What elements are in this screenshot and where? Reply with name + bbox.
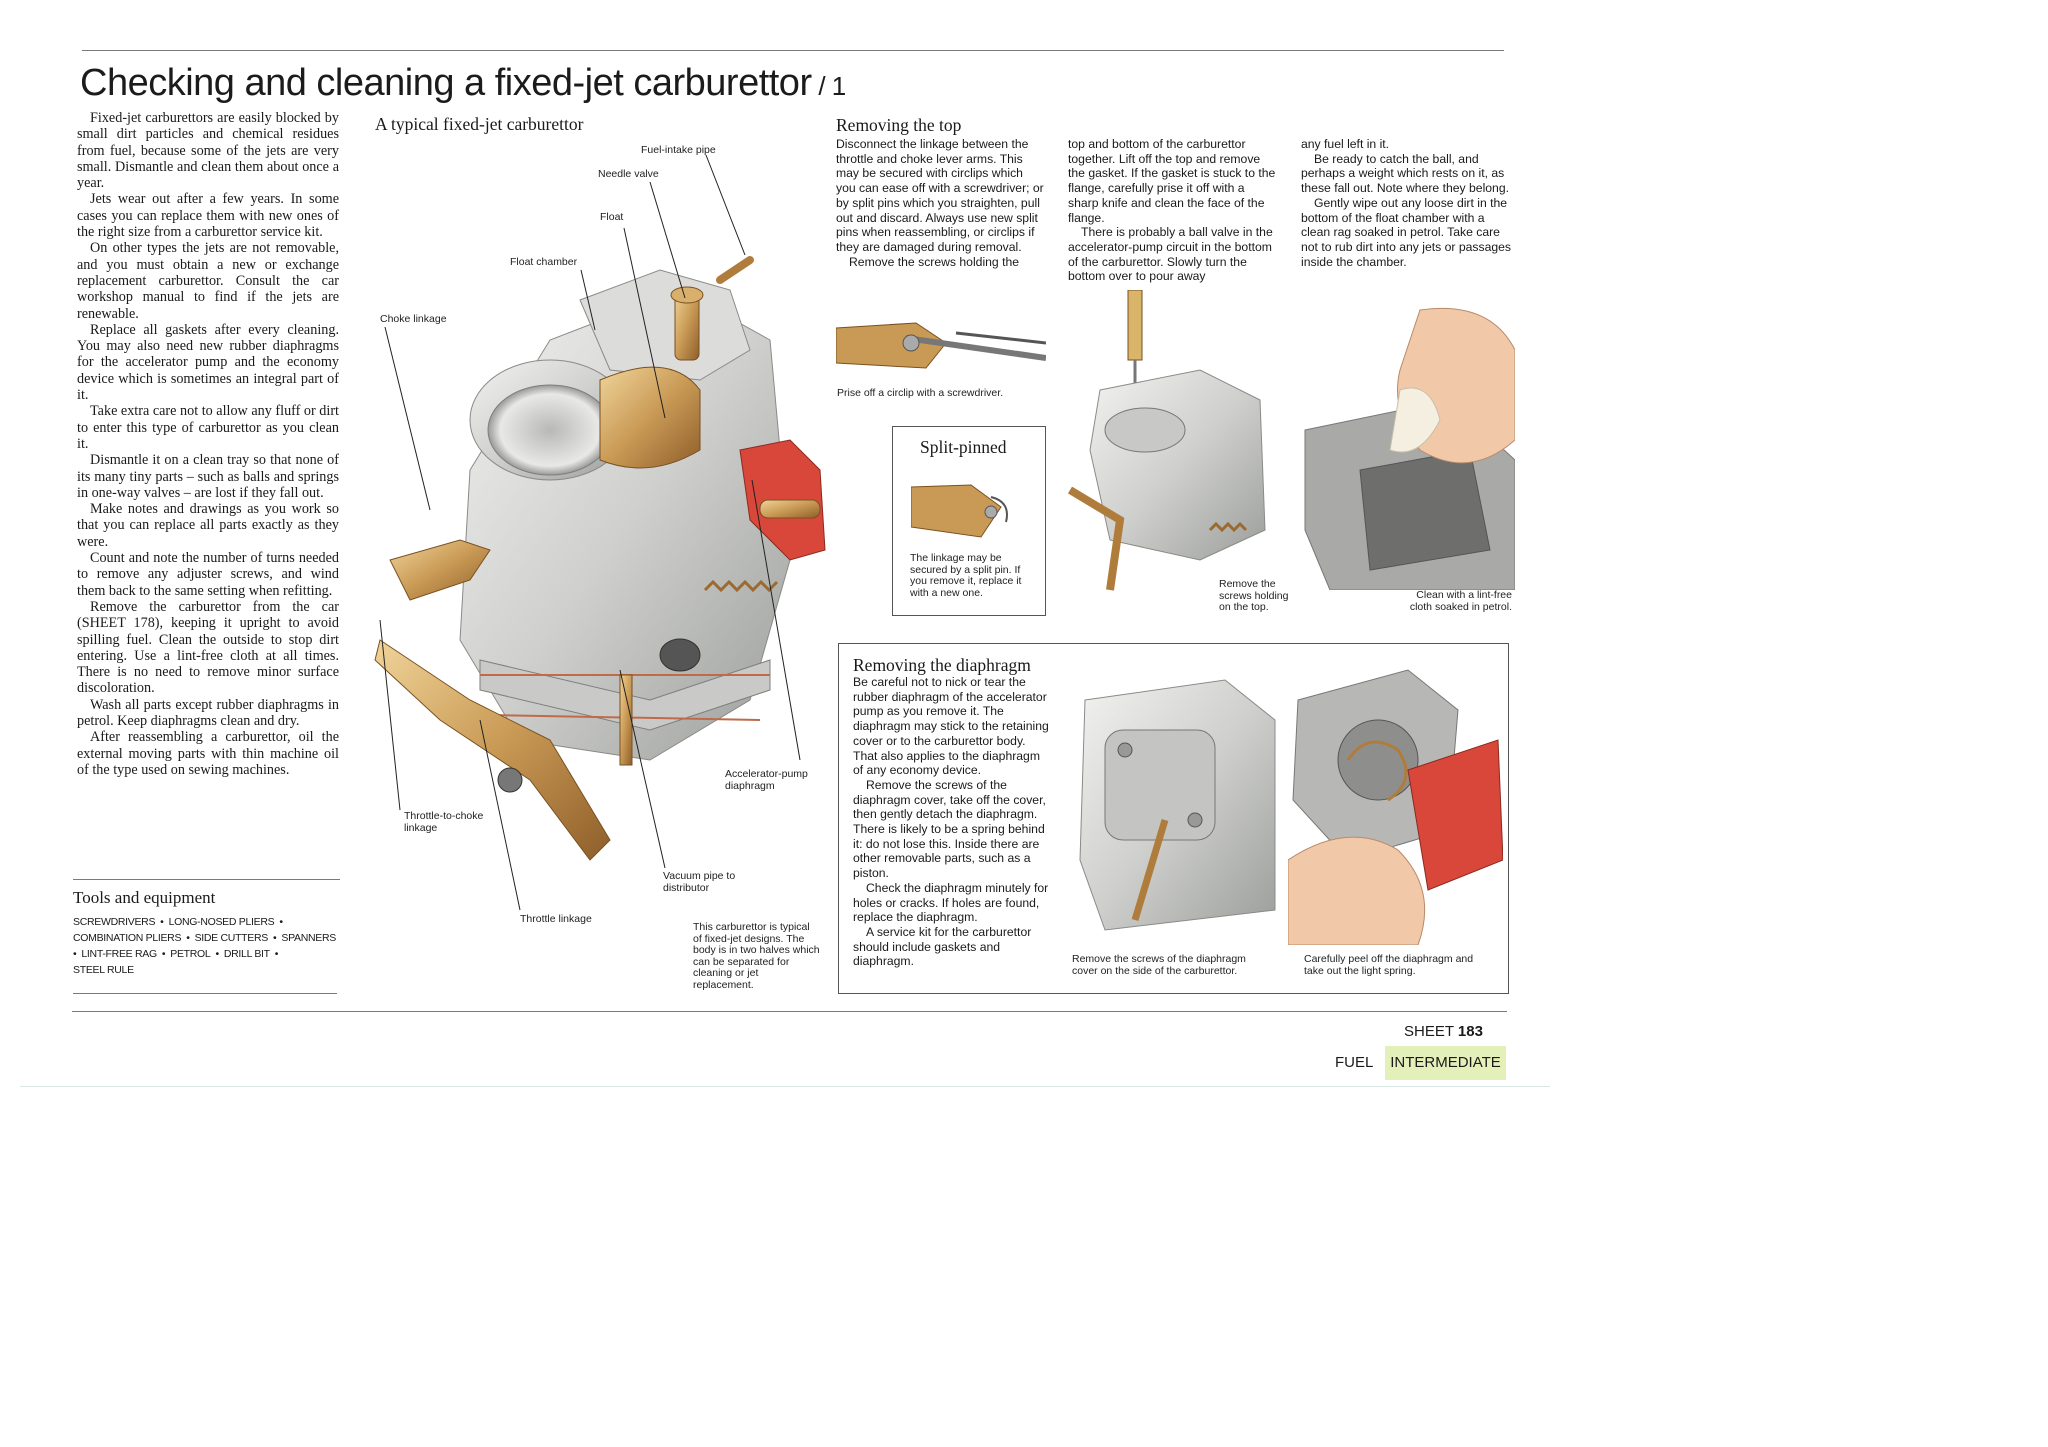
tool-item: SIDE CUTTERS xyxy=(194,932,269,944)
needle-valve-part xyxy=(670,286,704,361)
removing-top-col1: Disconnect the linkage between the throt… xyxy=(836,137,1044,269)
vacuum-pipe-part xyxy=(619,674,633,766)
removing-top-paragraph: top and bottom of the carburettor togeth… xyxy=(1068,137,1276,225)
tools-heading: Tools and equipment xyxy=(73,888,216,907)
removing-diaphragm-paragraph: Remove the screws of the diaphragm cover… xyxy=(853,777,1046,881)
intro-paragraph: Remove the carburettor from the car (SHE… xyxy=(77,598,339,697)
circlip-illustration xyxy=(836,322,1046,369)
carburettor-body xyxy=(459,269,791,761)
tool-item: SPANNERS xyxy=(281,932,336,944)
intro-paragraph: Count and note the number of turns neede… xyxy=(77,550,339,599)
intro-paragraph: After reassembling a carburettor, oil th… xyxy=(77,729,339,778)
intro-text: Fixed-jet carburettors are easily blocke… xyxy=(77,110,339,778)
removing-diaphragm-heading: Removing the diaphragm xyxy=(853,655,1031,675)
footer-faint-rule xyxy=(20,1086,1550,1087)
diagram-caption: This carburettor is typical of fixed-jet… xyxy=(693,921,820,991)
split-pin-illustration xyxy=(911,484,1008,538)
intro-paragraph: Jets wear out after a few years. In some… xyxy=(77,191,339,241)
level-badge: INTERMEDIATE xyxy=(1385,1046,1506,1080)
category-label: FUEL xyxy=(1335,1054,1374,1071)
label-fuel-intake-pipe: Fuel-intake pipe xyxy=(641,144,716,156)
intro-paragraph: On other types the jets are not removabl… xyxy=(77,240,339,322)
removing-diaphragm-paragraph: Be careful not to nick or tear the rubbe… xyxy=(853,675,1049,778)
tool-item: LINT-FREE RAG xyxy=(81,948,157,960)
split-pinned-box: Split-pinned The linkage may be secured … xyxy=(892,426,1046,616)
tools-line: SCREWDRIVERS•LONG-NOSED PLIERS• xyxy=(73,916,283,928)
intro-paragraph: Take extra care not to allow any fluff o… xyxy=(77,403,339,452)
label-accelerator-pump-diaphragm: Accelerator-pump diaphragm xyxy=(725,768,808,792)
tool-item: COMBINATION PLIERS xyxy=(73,932,182,944)
split-pinned-caption: The linkage may be secured by a split pi… xyxy=(910,552,1022,599)
removing-top-paragraph: any fuel left in it. xyxy=(1301,137,1390,151)
tool-item: LONG-NOSED PLIERS xyxy=(168,916,275,928)
remove-screws-illustration xyxy=(1067,290,1266,591)
label-float: Float xyxy=(600,211,624,223)
bottom-rule xyxy=(72,1011,1507,1012)
caption-diaphragm-cover: Remove the screws of the diaphragm cover… xyxy=(1072,953,1246,977)
label-throttle-to-choke-linkage: Throttle-to-choke linkage xyxy=(404,810,484,834)
removing-diaphragm-box xyxy=(838,643,1509,994)
removing-top-paragraph: There is probably a ball valve in the ac… xyxy=(1068,225,1273,284)
page-title-part: / 1 xyxy=(811,71,846,101)
removing-top-paragraph: Disconnect the linkage between the throt… xyxy=(836,137,1044,254)
removing-diaphragm-paragraph: Check the diaphragm minutely for holes o… xyxy=(853,880,1049,925)
clean-chamber-illustration xyxy=(1304,307,1515,590)
label-throttle-linkage: Throttle linkage xyxy=(520,913,592,925)
label-needle-valve: Needle valve xyxy=(598,168,659,180)
peel-diaphragm-illustration xyxy=(1288,669,1503,945)
tools-list: SCREWDRIVERS•LONG-NOSED PLIERS• COMBINAT… xyxy=(73,914,341,978)
intro-paragraph: Fixed-jet carburettors are easily blocke… xyxy=(77,110,339,192)
caption-peel-diaphragm: Carefully peel off the diaphragm and tak… xyxy=(1304,953,1474,977)
removing-top-col2: top and bottom of the carburettor togeth… xyxy=(1068,137,1278,284)
sheet-number: SHEET 183 xyxy=(1404,1023,1483,1040)
caption-clean-chamber: Clean with a lint-free cloth soaked in p… xyxy=(1409,589,1512,613)
throttle-linkage-part xyxy=(374,539,611,861)
label-float-chamber: Float chamber xyxy=(510,256,578,268)
caption-remove-screws: Remove the screws holding on the top. xyxy=(1219,578,1289,613)
page-title: Checking and cleaning a fixed-jet carbur… xyxy=(80,62,846,104)
removing-top-heading: Removing the top xyxy=(836,115,962,135)
removing-diaphragm-text: Be careful not to nick or tear the rubbe… xyxy=(853,675,1049,969)
top-rule xyxy=(82,50,1504,51)
diagram-leader-lines xyxy=(379,154,801,911)
tool-item: SCREWDRIVERS xyxy=(73,916,156,928)
intro-paragraph: Make notes and drawings as you work so t… xyxy=(77,501,339,550)
fuel-intake-pipe-part xyxy=(716,256,754,284)
removing-diaphragm-paragraph: A service kit for the carburettor should… xyxy=(853,924,1032,969)
diaphragm-cover-illustration xyxy=(1079,679,1276,931)
float-part xyxy=(599,366,701,469)
sheet-number-value: 183 xyxy=(1457,1023,1483,1040)
label-choke-linkage: Choke linkage xyxy=(380,313,447,325)
intro-paragraph: Wash all parts except rubber diaphragms … xyxy=(77,696,339,729)
tools-bottom-rule xyxy=(73,993,337,994)
intro-paragraph: Replace all gaskets after every cleaning… xyxy=(77,321,339,404)
spring-part xyxy=(703,579,779,593)
carburettor-illustration xyxy=(374,256,826,861)
label-vacuum-pipe: Vacuum pipe to distributor xyxy=(663,870,736,894)
tools-line: STEEL RULE xyxy=(73,962,341,978)
tool-item: PETROL xyxy=(170,948,211,960)
tool-item: STEEL RULE xyxy=(73,964,134,976)
removing-top-paragraph: Gently wipe out any loose dirt in the bo… xyxy=(1301,195,1512,269)
tools-top-rule xyxy=(73,879,340,880)
accelerator-pump-diaphragm-part xyxy=(739,439,826,561)
removing-top-col3: any fuel left in it. Be ready to catch t… xyxy=(1301,137,1511,269)
removing-top-paragraph: Be ready to catch the ball, and perhaps … xyxy=(1301,151,1509,196)
intro-paragraph: Dismantle it on a clean tray so that non… xyxy=(77,452,339,501)
tools-line: •LINT-FREE RAG•PETROL•DRILL BIT• xyxy=(73,948,279,960)
split-pinned-heading: Split-pinned xyxy=(920,437,1007,457)
tool-item: DRILL BIT xyxy=(223,948,270,960)
caption-circlip: Prise off a circlip with a screwdriver. xyxy=(837,387,1004,399)
tools-line: COMBINATION PLIERS•SIDE CUTTERS•SPANNERS xyxy=(73,932,336,944)
removing-top-paragraph: Remove the screws holding the xyxy=(849,254,1020,269)
diagram-heading: A typical fixed-jet carburettor xyxy=(375,114,584,134)
